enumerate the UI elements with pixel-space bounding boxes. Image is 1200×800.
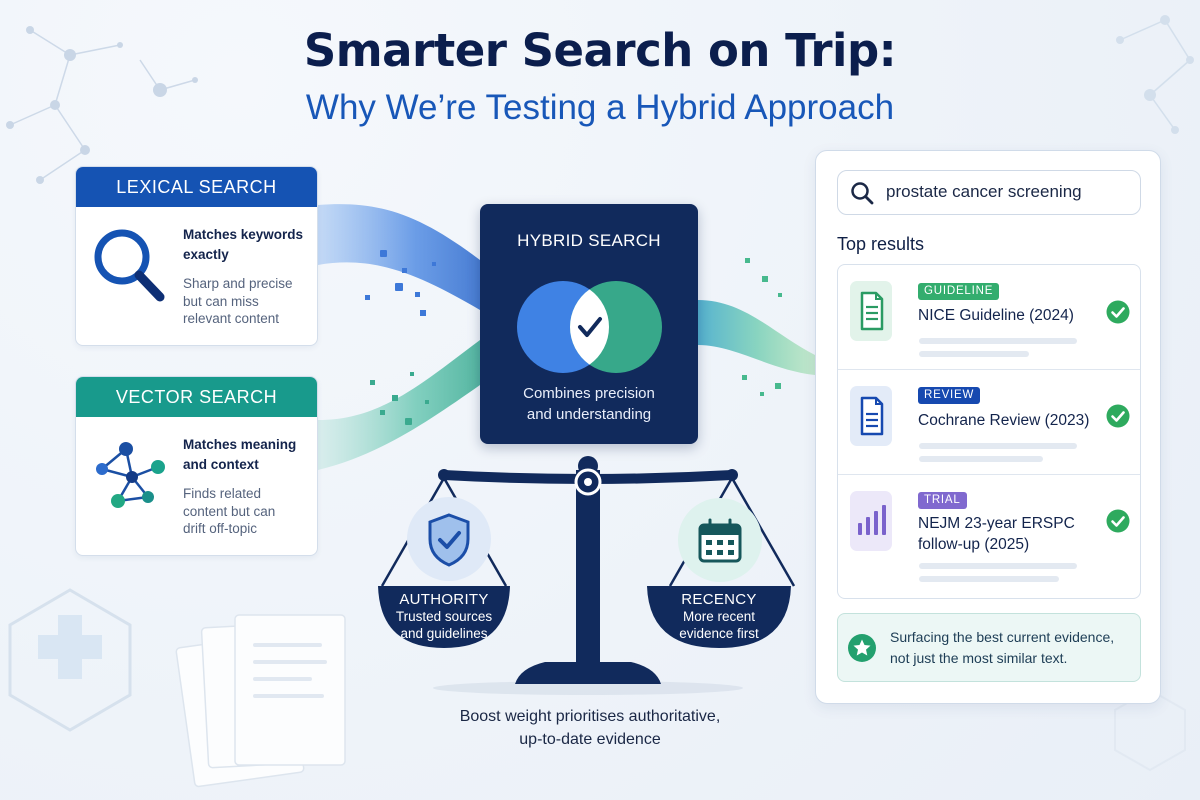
caption-line-2: up-to-date evidence [519, 731, 661, 748]
hybrid-search-panel: HYBRID SEARCH Combines precision and und… [480, 204, 698, 444]
check-icon [1106, 404, 1130, 428]
venn-diagram-icon [517, 281, 662, 373]
result-item-trial[interactable]: TRIAL NEJM 23-year ERSPC follow-up (2025… [838, 475, 1140, 599]
page-subtitle: Why We’re Testing a Hybrid Approach [305, 88, 895, 127]
authority-line-1: Trusted sources [395, 609, 493, 624]
results-divider [838, 474, 1140, 475]
evidence-message: Surfacing the best current evidence, not… [890, 627, 1135, 669]
result-placeholder-line [919, 563, 1077, 569]
shield-check-icon [428, 513, 470, 567]
footer-line-1: Surfacing the best current evidence, [890, 629, 1115, 645]
search-input[interactable] [837, 170, 1141, 215]
star-icon [848, 634, 876, 662]
result-tag: TRIAL [918, 492, 967, 509]
check-icon [1106, 300, 1130, 324]
balance-scale [378, 456, 796, 695]
result-placeholder-line [919, 576, 1059, 582]
magnifier-icon [94, 229, 165, 302]
search-query: prostate cancer screening [886, 182, 1082, 201]
vector-weak-line-3: drift off-topic [183, 521, 258, 536]
vector-strong-line-2: and context [183, 457, 259, 472]
page-title: Smarter Search on Trip: [303, 24, 897, 77]
footer-line-2: not just the most similar text. [890, 650, 1068, 666]
recency-line-2: evidence first [679, 626, 759, 641]
lexical-search-heading: LEXICAL SEARCH [76, 167, 317, 207]
vector-strong-line-1: Matches meaning [183, 437, 297, 452]
hybrid-desc-line-2: and understanding [526, 406, 652, 423]
lexical-weak-line-3: relevant content [183, 311, 280, 326]
result-placeholder-line [919, 351, 1029, 357]
vector-search-heading: VECTOR SEARCH [76, 377, 317, 417]
result-placeholder-line [919, 456, 1043, 462]
document-icon [860, 396, 884, 436]
result-tag: REVIEW [918, 387, 981, 404]
result-title: Cochrane Review (2023) [918, 412, 1090, 429]
bar-chart-icon [858, 505, 886, 535]
caption-line-1: Boost weight prioritises authoritative, [459, 708, 721, 725]
document-icon [860, 291, 884, 331]
result-title: NICE Guideline (2024) [918, 307, 1074, 324]
results-divider [838, 369, 1140, 370]
top-results-heading: Top results [837, 234, 925, 254]
lexical-strong-line-1: Matches keywords [183, 227, 304, 242]
boost-caption: Boost weight prioritises authoritative, … [400, 705, 780, 751]
result-placeholder-line [919, 338, 1077, 344]
authority-pan: AUTHORITY Trusted sources and guidelines [378, 591, 510, 642]
recency-pan: RECENCY More recent evidence first [647, 591, 791, 642]
result-item-guideline[interactable]: GUIDELINE NICE Guideline (2024) [838, 265, 1140, 369]
hybrid-search-heading: HYBRID SEARCH [517, 231, 661, 250]
result-item-review[interactable]: REVIEW Cochrane Review (2023) [838, 370, 1140, 474]
authority-line-2: and guidelines [400, 626, 488, 641]
lexical-weak-line-2: but can miss [183, 293, 259, 309]
vector-weak-line-2: content but can [183, 503, 276, 519]
lexical-search-card: LEXICAL SEARCH Matches keywords exactly … [75, 166, 318, 346]
network-icon [96, 442, 165, 508]
search-icon [851, 182, 874, 205]
check-icon [1106, 509, 1130, 533]
result-title: NEJM 23-year ERSPC [918, 515, 1075, 532]
recency-line-1: More recent [682, 609, 756, 624]
hybrid-desc-line-1: Combines precision [523, 385, 655, 402]
vector-weak-line-1: Finds related [183, 486, 262, 501]
lexical-weak-line-1: Sharp and precise [183, 276, 293, 291]
calendar-icon [698, 518, 742, 563]
result-tag: GUIDELINE [918, 283, 1000, 300]
result-title-line-2: follow-up (2025) [918, 536, 1030, 553]
hybrid-description: Combines precision and understanding [480, 383, 698, 425]
authority-heading: AUTHORITY [399, 591, 489, 608]
recency-heading: RECENCY [681, 591, 757, 608]
evidence-message-box [837, 613, 1141, 682]
vector-search-card: VECTOR SEARCH Matches meaning and contex… [75, 376, 318, 556]
result-placeholder-line [919, 443, 1077, 449]
lexical-strong-line-2: exactly [183, 247, 229, 262]
